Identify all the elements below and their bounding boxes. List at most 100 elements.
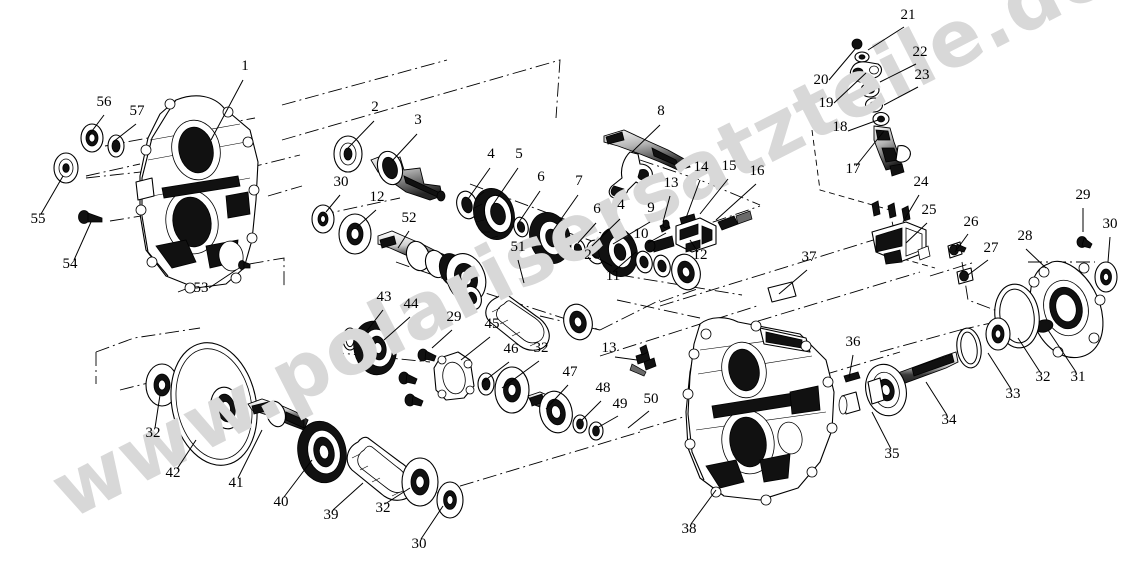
- callout-number: 13: [664, 175, 679, 191]
- part-30-seal-right: [1094, 261, 1118, 293]
- callout-sprocket: 44: [383, 296, 420, 341]
- callout-number: 26: [964, 214, 980, 230]
- leader-line: [112, 123, 137, 143]
- callout-spacer: 35: [871, 411, 900, 462]
- callout-screws: 24: [902, 174, 930, 223]
- callout-washer: 46: [482, 341, 520, 383]
- callout-number: 49: [613, 396, 628, 412]
- part-41-shaft: [247, 398, 309, 431]
- leader-line: [612, 251, 637, 273]
- callout-number: 54: [63, 256, 79, 272]
- callout-number: 53: [194, 280, 209, 296]
- leader-line: [581, 400, 602, 421]
- callout-number: 47: [563, 364, 579, 380]
- leader-line: [647, 232, 667, 244]
- part-3-input-shaft: [370, 150, 446, 202]
- part-45-bearing-retainer: [433, 351, 475, 401]
- leader-line: [176, 439, 197, 470]
- callout-nut: 49: [596, 396, 628, 429]
- callout-number: 18: [833, 119, 848, 135]
- leader-line: [384, 487, 411, 505]
- callout-washer: 10: [634, 226, 667, 244]
- callout-number: 6: [593, 201, 601, 217]
- callout-boot: 18: [833, 119, 879, 135]
- callout-o-ring: 57: [112, 103, 145, 143]
- callout-number: 51: [511, 239, 526, 255]
- part-43-retainer-ring: [342, 327, 358, 351]
- callout-number: 17: [846, 161, 862, 177]
- callout-detent: 13: [602, 340, 638, 361]
- callout-number: 41: [229, 475, 244, 491]
- part-2-bearing-right: [671, 253, 701, 291]
- callout-number: 32: [1036, 369, 1051, 385]
- part-29-bolt-right: [1076, 236, 1093, 249]
- part-53-bolt: [238, 260, 251, 270]
- part-8-shift-fork: [603, 129, 691, 200]
- part-5-gear-cluster: [473, 188, 515, 240]
- callout-output-shaft: 52: [397, 210, 417, 249]
- callout-number: 23: [915, 67, 930, 83]
- leader-line: [879, 63, 917, 83]
- callout-input-shaft: 3: [391, 112, 422, 162]
- callout-bolt: 54: [63, 221, 92, 272]
- callout-number: 16: [750, 163, 766, 179]
- callout-bearing: 11: [606, 251, 637, 284]
- callout-number: 12: [693, 247, 708, 263]
- part-40-sprocket: [297, 420, 347, 484]
- callout-number: 31: [1071, 369, 1086, 385]
- part-18-boot: [864, 97, 884, 113]
- callout-number: 44: [404, 296, 420, 312]
- callout-sprocket: 40: [274, 459, 313, 510]
- leader-line: [1047, 329, 1077, 373]
- leader-line: [397, 230, 410, 249]
- part-42-large-sprocket: [170, 342, 258, 466]
- part-32-seal-right: [985, 317, 1011, 351]
- callout-seal: 32: [1017, 337, 1051, 385]
- leader-line: [467, 167, 491, 200]
- leader-line: [987, 352, 1012, 390]
- leader-line: [591, 218, 621, 247]
- callout-number: 20: [814, 72, 829, 88]
- leader-line: [40, 175, 64, 215]
- part-2-bearing-upper: [333, 135, 363, 173]
- leader-line: [954, 233, 969, 253]
- part-57-o-ring: [107, 134, 125, 158]
- callout-number: 24: [914, 174, 930, 190]
- callout-thrust-washer: 4: [467, 146, 495, 200]
- callout-o-ring: 31: [1047, 329, 1086, 385]
- callout-number: 32: [534, 340, 549, 356]
- callout-washer: 48: [581, 380, 611, 421]
- callout-number: 5: [515, 146, 523, 162]
- callout-bearing-carrier: 28: [1018, 228, 1047, 269]
- part-30-seal-lower-center: [436, 481, 464, 519]
- part-27-fitting: [956, 267, 974, 285]
- callout-gearcase-cover: 1: [210, 58, 249, 141]
- leader-line: [491, 167, 519, 207]
- leader-line: [88, 114, 105, 136]
- callout-number: 46: [504, 341, 520, 357]
- part-29-bolts-lower: [398, 348, 437, 407]
- callout-number: 25: [922, 202, 937, 218]
- callout-number: 7: [575, 173, 583, 189]
- callout-number: 1: [241, 58, 249, 74]
- leader-line: [833, 72, 867, 104]
- callout-gear: 7: [551, 173, 583, 233]
- leader-line: [902, 194, 920, 223]
- callout-number: 42: [166, 465, 181, 481]
- part-25-switch-bracket: [871, 221, 931, 265]
- callout-shift-fork: 8: [631, 103, 665, 153]
- callout-bearing-retainer: 45: [460, 316, 500, 361]
- part-gearcase-cover: [135, 95, 260, 294]
- part-6-snap-ring-b: [570, 238, 586, 260]
- callout-number: 12: [370, 189, 385, 205]
- callout-number: 43: [377, 289, 392, 305]
- leader-line: [848, 354, 854, 379]
- callout-number: 48: [596, 380, 611, 396]
- callout-dowel-pin: 36: [846, 334, 861, 379]
- callout-number: 37: [802, 249, 818, 265]
- leader-line: [855, 130, 885, 167]
- leader-line: [420, 505, 444, 540]
- part-51-chain: [485, 292, 550, 351]
- callout-number: 2: [584, 247, 592, 263]
